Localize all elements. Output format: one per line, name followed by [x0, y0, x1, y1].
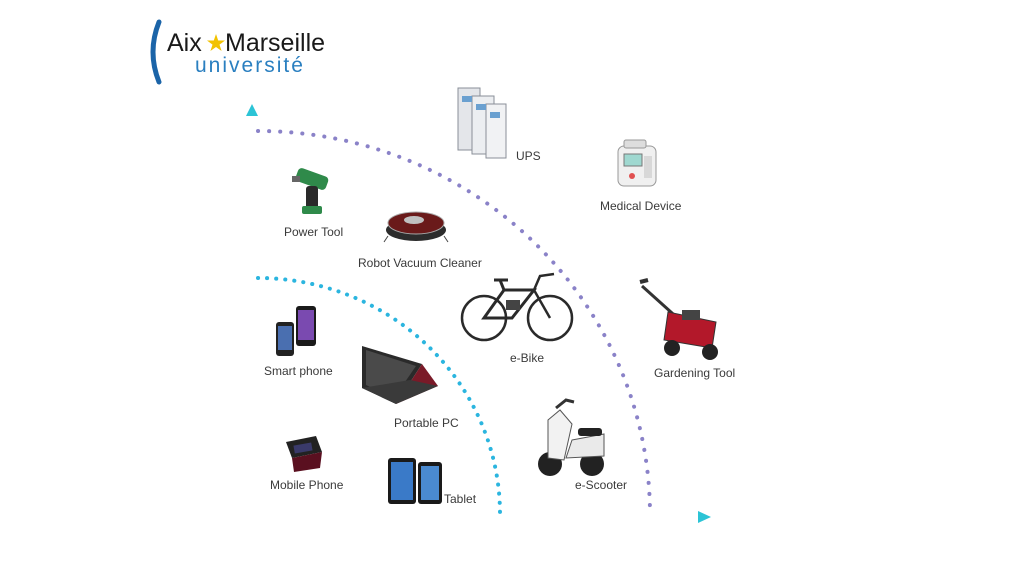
logo-name-part2: Marseille [225, 29, 325, 57]
logo-name-part1: Aix [167, 29, 202, 57]
bicycle-icon [460, 272, 574, 342]
power-tool-label: Power Tool [284, 225, 343, 239]
portable-pc-label: Portable PC [394, 416, 459, 430]
ups-icon [457, 87, 507, 159]
inner-arc [256, 276, 502, 516]
e-bike-label: e-Bike [510, 351, 544, 365]
robot-vacuum-icon [383, 211, 449, 243]
smart-phone-label: Smart phone [264, 364, 333, 378]
mobile-phone-label: Mobile Phone [270, 478, 344, 492]
aix-marseille-universite-logo: Aix Marseille université [150, 19, 325, 85]
drill-icon [292, 168, 329, 214]
tablet-label: Tablet [444, 492, 477, 506]
flip-phone-icon [286, 436, 322, 472]
star-icon [207, 34, 225, 51]
laptop-icon [362, 346, 438, 404]
logo-subtitle: université [195, 54, 305, 77]
lawn-mower-icon [639, 278, 718, 360]
scooter-icon [538, 398, 605, 476]
logo-bracket [150, 19, 162, 85]
smartphone-icon [276, 306, 316, 356]
y-axis [246, 104, 258, 518]
x-axis [250, 511, 711, 523]
medical-device-label: Medical Device [600, 199, 682, 213]
ups-label: UPS [516, 149, 541, 163]
gardening-tool-label: Gardening Tool [654, 366, 735, 380]
medical-device-icon [617, 139, 657, 187]
robot-vacuum-label: Robot Vacuum Cleaner [358, 256, 482, 270]
tablet-icon [388, 458, 442, 504]
e-scooter-label: e-Scooter [575, 478, 627, 492]
